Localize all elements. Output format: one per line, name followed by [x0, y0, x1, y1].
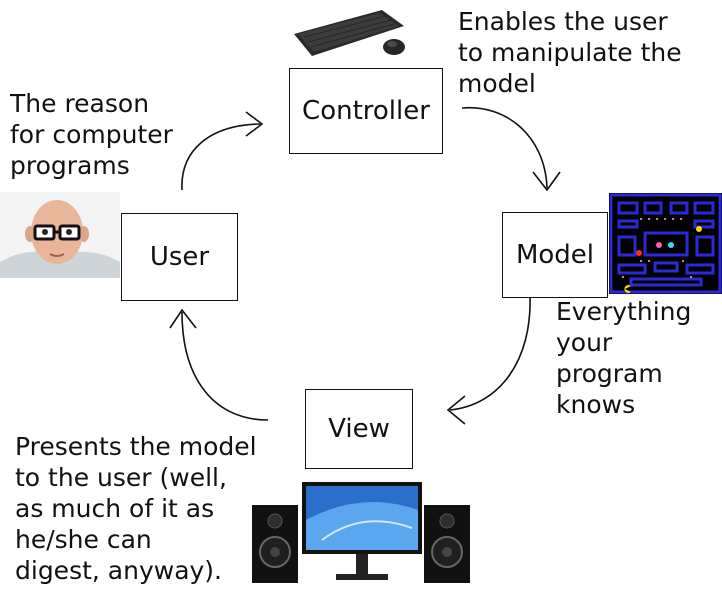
- arrow-controller-to-model: [461, 106, 548, 189]
- view-box: View: [305, 389, 413, 469]
- model-caption: Everything your program knows: [556, 297, 692, 419]
- pacman-game-image: [609, 193, 722, 294]
- keyboard-and-mouse-image: [294, 10, 405, 56]
- view-label: View: [328, 414, 390, 444]
- view-caption: Presents the model to the user (well, as…: [15, 432, 257, 585]
- monitor-with-speakers-image: [252, 482, 470, 583]
- model-box: Model: [502, 212, 608, 298]
- arrow-model-to-view: [449, 295, 531, 411]
- controller-box: Controller: [289, 68, 443, 154]
- model-label: Model: [515, 240, 595, 270]
- user-box: User: [121, 213, 238, 301]
- man-with-glasses-image: [0, 192, 120, 278]
- controller-label: Controller: [302, 96, 430, 126]
- arrow-user-to-controller: [181, 123, 261, 191]
- user-caption: The reason for computer programs: [10, 89, 173, 180]
- user-label: User: [149, 242, 210, 272]
- arrow-view-to-user: [181, 311, 269, 421]
- controller-caption: Enables the user to manipulate the model: [458, 7, 682, 98]
